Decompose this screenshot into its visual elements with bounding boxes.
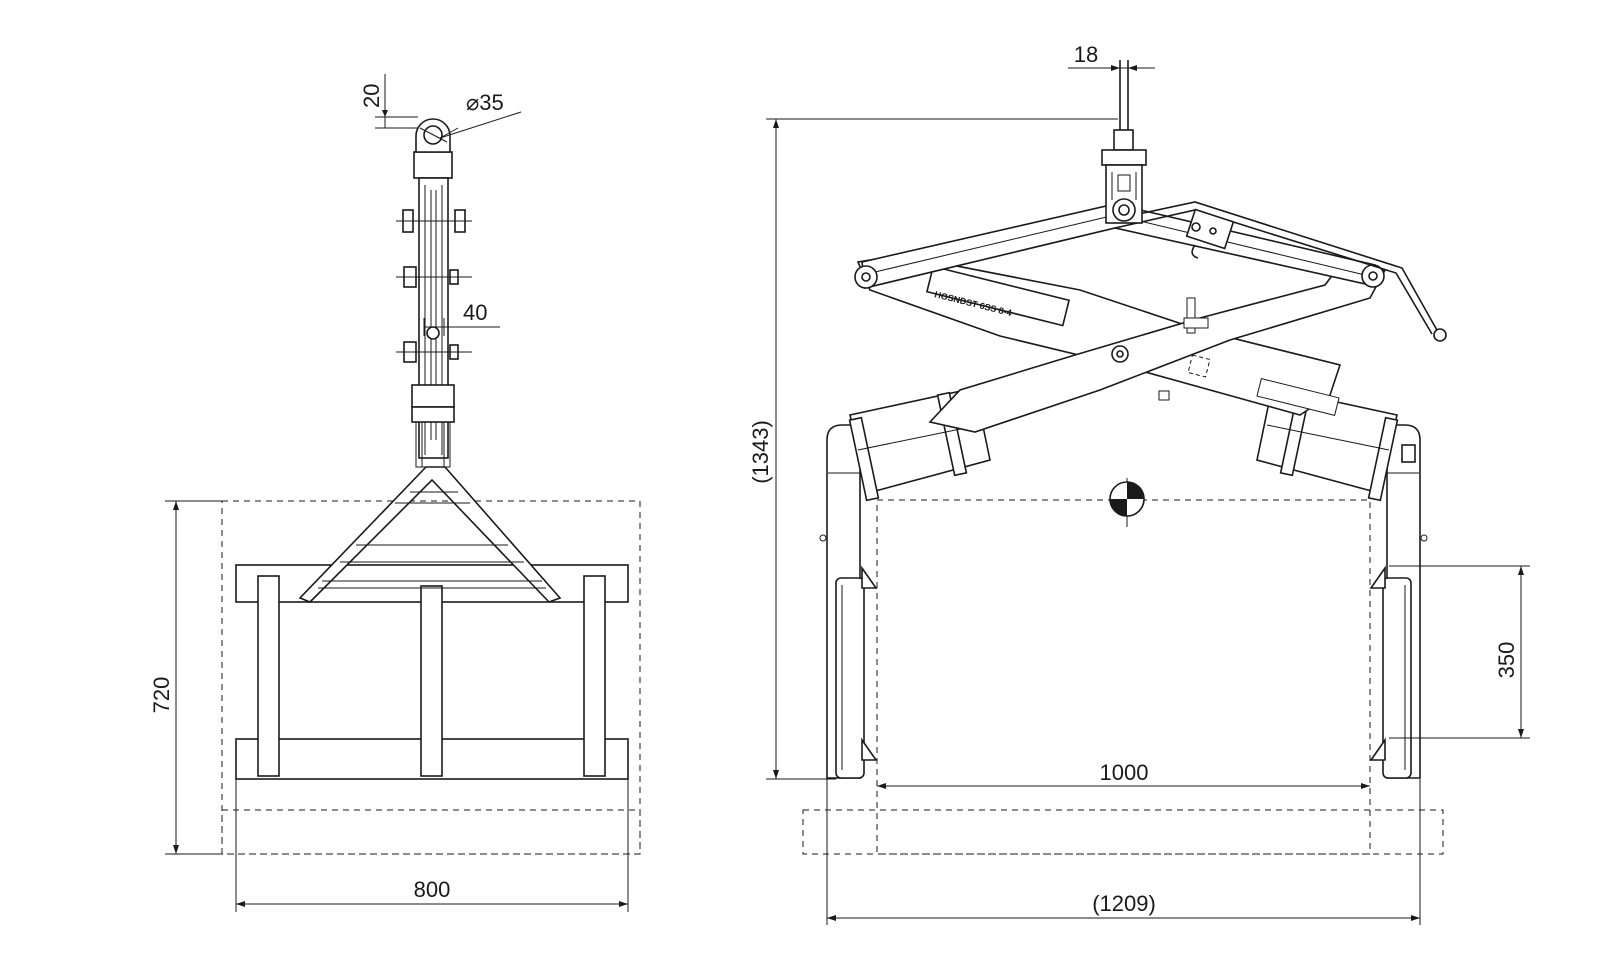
- scissor-lever-a: HOSNDST 6SS 8-4: [856, 254, 1342, 417]
- front-frame-post-mid: [420, 585, 443, 777]
- top-hanger: [1101, 60, 1147, 224]
- dim-height-load: 720: [149, 500, 222, 855]
- front-bolt-1: [396, 209, 472, 233]
- right-jaw-arm: [1366, 424, 1428, 779]
- front-bolt-2: [396, 266, 472, 288]
- front-bolt-3: [396, 326, 472, 363]
- dim-total-height-label: (1343): [748, 420, 773, 484]
- front-lifting-eye: [415, 118, 451, 153]
- dim-overall-width: (1209): [826, 779, 1421, 925]
- dim-pin-diameter-label: ⌀35: [466, 90, 504, 115]
- dim-height-load-label: 720: [149, 677, 174, 714]
- dim-top-width: 18: [1068, 42, 1155, 130]
- dim-pin-diameter: ⌀35: [439, 90, 522, 139]
- dim-clamp-height-label: 350: [1494, 642, 1519, 679]
- dim-total-height: (1343): [748, 118, 1118, 780]
- handle-rod: [1114, 201, 1447, 342]
- dim-hook-gap: 20: [359, 74, 418, 129]
- dim-hook-gap-label: 20: [359, 84, 384, 108]
- front-view: 20 ⌀35 40 720 800: [149, 74, 641, 912]
- front-column: [396, 151, 472, 468]
- side-load-outline: [876, 499, 1371, 855]
- dim-clamp-height: 350: [1389, 565, 1530, 739]
- front-frame-post-right: [583, 575, 606, 777]
- front-frame-post-left: [257, 575, 280, 777]
- center-of-gravity-symbol: [1109, 478, 1145, 527]
- dim-jaw-opening-label: 1000: [1100, 760, 1149, 785]
- front-yoke: [298, 466, 562, 603]
- side-view: HOSNDST 6SS 8-4: [748, 42, 1530, 925]
- scissor-lever-b: [928, 264, 1387, 433]
- dim-jaw-opening: 1000: [877, 760, 1370, 789]
- dim-width-front-label: 800: [414, 877, 451, 902]
- side-pallet-outline: [802, 809, 1444, 855]
- front-pallet-outline: [221, 809, 641, 855]
- dim-top-width-label: 18: [1074, 42, 1098, 67]
- dim-arm-width-label: 40: [463, 300, 487, 325]
- dim-arm-width: 40: [423, 300, 500, 336]
- dim-overall-width-label: (1209): [1092, 891, 1156, 916]
- dim-width-front: 800: [235, 779, 629, 912]
